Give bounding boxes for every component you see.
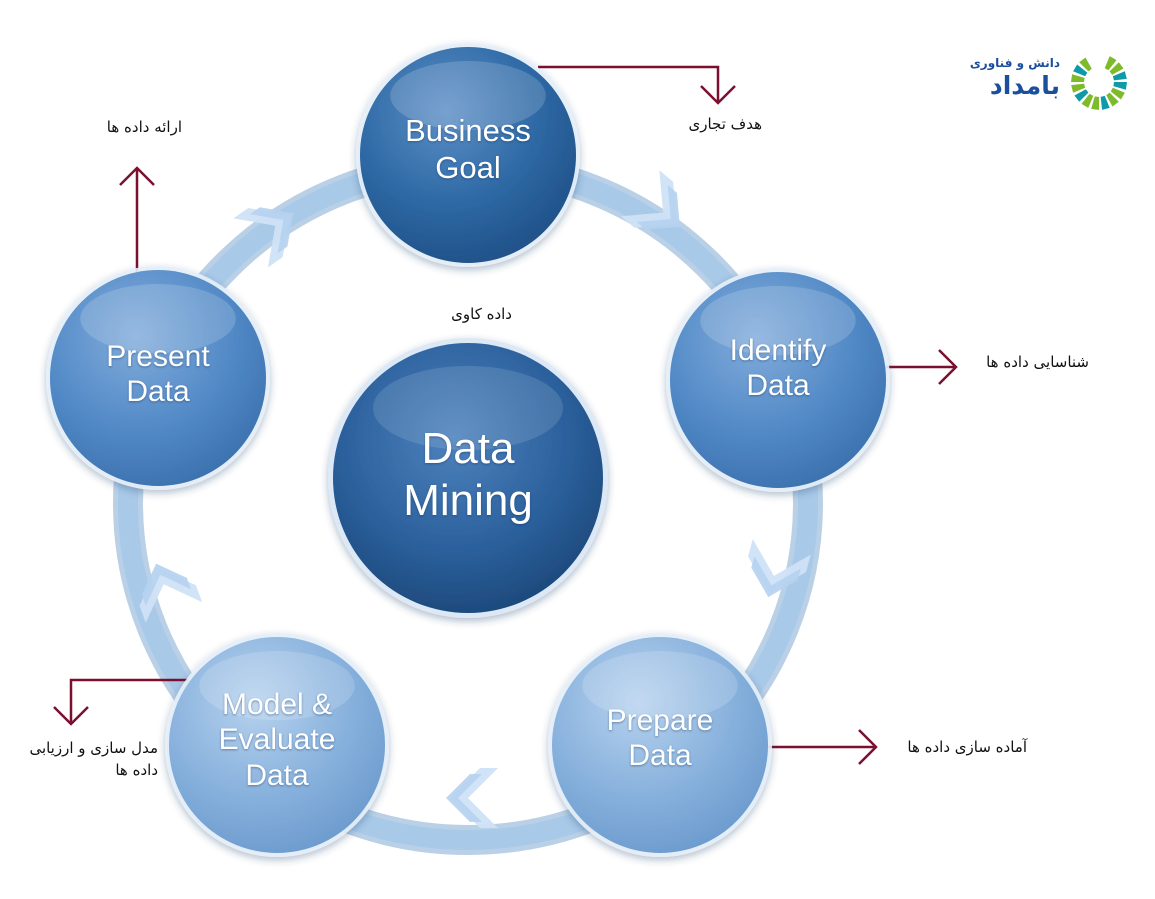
fa-label-identify-data: شناسایی داده ها [986, 353, 1089, 371]
fa-label-present-data: ارائه داده ها [106, 118, 182, 136]
connector-business-goal [538, 65, 736, 105]
logo-ring-segment [1074, 89, 1089, 102]
cycle-chevron-arrow [139, 563, 203, 623]
cycle-arrows [139, 170, 811, 828]
logo-ring-segment [1100, 95, 1110, 110]
connector-prepare-data [764, 729, 878, 765]
logo-ring-segment [1071, 83, 1086, 93]
logo-ring-segment [1112, 71, 1127, 81]
logo-ring-segment [1079, 57, 1092, 72]
connector-model-evaluate-data [53, 678, 188, 726]
cycle-chevron-arrow [620, 170, 680, 230]
logo-ring-segment [1110, 87, 1125, 100]
logo-ring-segment [1113, 82, 1127, 90]
logo-top-text: دانش و فناوری [969, 56, 1060, 70]
logo-ring-segment [1109, 62, 1124, 75]
node-identify-data [666, 268, 890, 492]
connector-identify-data [884, 349, 958, 385]
fa-label-business-goal: هدف تجاری [688, 115, 762, 133]
node-business-goal [356, 43, 580, 267]
node-prepare-data [548, 633, 772, 857]
process-nodes [46, 43, 890, 857]
logo-main-text: بامداد [989, 71, 1060, 100]
logo-ring-segment [1073, 64, 1088, 77]
logo-ring-segment [1106, 92, 1119, 107]
connector-present-data [119, 166, 155, 272]
fa-label-prepare-data: آماده سازی داده ها [907, 738, 1027, 756]
logo-ring-segment [1071, 74, 1085, 82]
cycle-chevron-arrow [446, 768, 498, 828]
bamdad-logo [1071, 56, 1127, 110]
cycle-chevron-arrow [233, 207, 294, 268]
fa-label-model-evaluate-data: مدل سازی و ارزیابی داده ها [29, 739, 158, 779]
node-present-data [46, 266, 270, 490]
node-center-data-mining [328, 338, 608, 618]
cycle-chevron-arrow [748, 539, 811, 598]
logo-ring-segment [1081, 93, 1094, 108]
logo-ring-segment [1091, 96, 1099, 110]
node-model-evaluate-data [165, 633, 389, 857]
logo-ring-segment [1104, 56, 1117, 71]
label-connectors [53, 65, 958, 765]
center-caption-fa: داده کاوی [451, 305, 512, 323]
